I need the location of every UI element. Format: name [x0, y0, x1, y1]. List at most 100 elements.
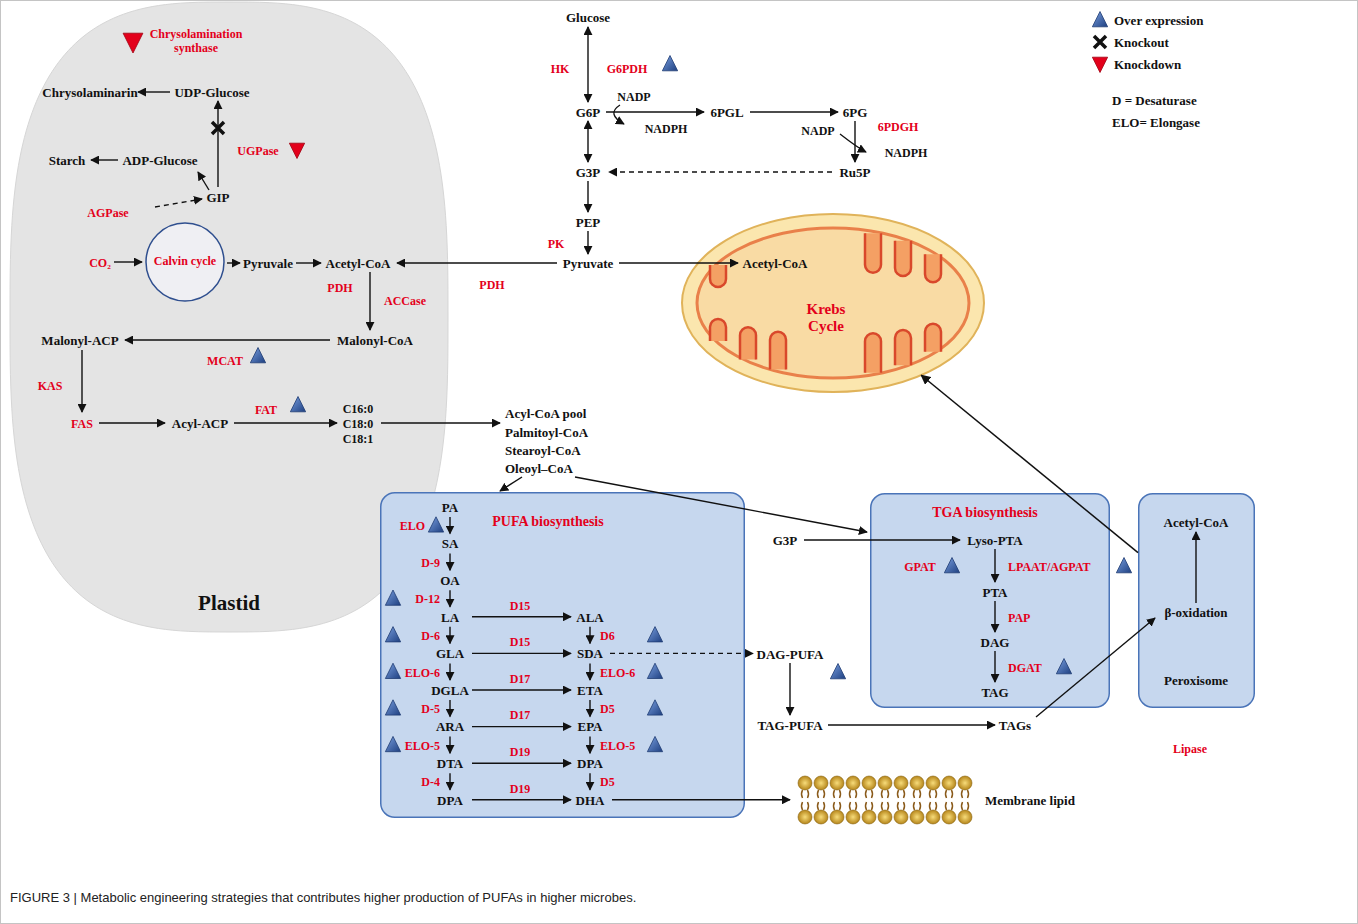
lipid-tail [898, 790, 905, 810]
cofactor-arrow [614, 105, 624, 124]
metabolite-label: Glucose [566, 11, 610, 26]
text-holder: ADP-Glucose [122, 151, 197, 169]
metabolite-label: PEP [576, 216, 601, 231]
metabolite-label: G3P [773, 534, 798, 549]
enzyme-label: ELO-6 [405, 667, 440, 681]
text-holder: Chrysolaminarin [42, 83, 137, 101]
legend-text: Knockout [1114, 36, 1169, 51]
metabolite-label: C18:0 [343, 418, 374, 432]
reaction-arrow [472, 799, 571, 800]
text-holder: D-5 [421, 699, 440, 717]
metabolite-label: GIP [206, 191, 229, 206]
reaction-arrow [994, 601, 995, 632]
lipid-tail [914, 790, 921, 810]
text-holder: D = Desaturase [1112, 91, 1197, 109]
text-holder: PTA [982, 583, 1007, 601]
lipid-head [878, 810, 892, 824]
metabolite-label: DHA [576, 794, 605, 809]
text-holder: EPA [577, 717, 602, 735]
outer-membrane [682, 214, 984, 392]
reaction-arrow [472, 653, 571, 654]
tag-pathway-box-outline [870, 493, 1110, 708]
image-label: Membrane lipid [985, 794, 1075, 809]
metabolite-label: DPA [577, 757, 603, 772]
text-holder: PA [442, 498, 458, 516]
metabolite-label: Pyruvale [243, 257, 293, 272]
enzyme-label: D17 [510, 709, 531, 723]
cycle-name: Krebs Cycle [795, 301, 857, 336]
text-holder: D17 [510, 705, 531, 723]
metabolite-label: Malonyl-ACP [41, 334, 118, 349]
metabolite-label: NADPH [885, 147, 928, 161]
text-holder: 6PGL [710, 103, 743, 121]
lipid-head [830, 776, 844, 790]
cofactor-arrow [840, 134, 866, 152]
lipid-head [846, 810, 860, 824]
lipid-head [942, 810, 956, 824]
enzyme-label: GPAT [904, 561, 936, 575]
text-holder: TAG [981, 683, 1008, 701]
enzyme-label: PK [548, 238, 565, 252]
crista-fold [895, 330, 911, 365]
metabolite-label: ALA [576, 611, 603, 626]
text-holder: D6 [600, 626, 615, 644]
enzyme-label: D-5 [421, 703, 440, 717]
reaction-arrow [449, 590, 450, 607]
svg-part [1092, 12, 1107, 27]
text-holder: G6P [576, 103, 601, 121]
text-holder: Krebs Cycle [795, 301, 857, 336]
metabolite-label: PA [442, 501, 458, 516]
reaction-arrow [472, 689, 571, 690]
text-holder: Peroxisome [1164, 671, 1228, 689]
text-holder: DTA [437, 754, 463, 772]
enzyme-label: KAS [38, 380, 63, 394]
text-holder: D15 [510, 596, 531, 614]
reaction-arrow [804, 539, 960, 540]
text-holder: LPAAT/AGPAT [1008, 557, 1090, 575]
lipid-head [926, 810, 940, 824]
text-holder: Calvin cycle [147, 255, 223, 269]
text-holder: C18:0 [343, 414, 374, 432]
reaction-arrow [994, 651, 995, 682]
text-holder: OA [440, 571, 460, 589]
enzyme-label: D19 [510, 746, 531, 760]
text-holder: ELO-5 [405, 736, 440, 754]
metabolite-label: Chrysolaminarin [42, 86, 137, 101]
enzyme-label: ELO-5 [600, 740, 635, 754]
enzyme-label: HK [551, 63, 570, 77]
enzyme-label: ELO-5 [405, 740, 440, 754]
text-holder: Acyl-ACP [172, 414, 228, 432]
crista-fold [925, 254, 941, 282]
lipid-head [862, 810, 876, 824]
text-holder: ELO-6 [600, 663, 635, 681]
text-holder: FIGURE 3 | Metabolic engineering strateg… [10, 888, 636, 906]
metabolite-label: SDA [577, 647, 603, 662]
text-holder: G3P [773, 531, 798, 549]
mitochondrion: Krebs Cycle [680, 212, 986, 394]
text-holder: Acetyl-CoA [1164, 513, 1229, 531]
box-heading: PUFA biosynthesis [492, 514, 603, 530]
lipid-tail [930, 790, 937, 810]
cycle-name: Calvin cycle [147, 255, 223, 269]
enzyme-label: D5 [600, 703, 615, 717]
enzyme-label: ACCase [384, 295, 426, 309]
text-holder: NADP [801, 121, 834, 139]
metabolite-label: TAG [981, 686, 1008, 701]
metabolite-label: EPA [577, 720, 602, 735]
metabolite-label: Starch [49, 154, 86, 169]
lipid-tail [818, 790, 825, 810]
text-holder: Acetyl-CoA [743, 254, 808, 272]
text-holder: Malonyl-CoA [337, 331, 413, 349]
lipid-head [958, 776, 972, 790]
reaction-arrow [449, 554, 450, 571]
reaction-arrow [589, 773, 590, 790]
text-holder: Palmitoyl-CoA [505, 423, 588, 441]
reaction-arrow [587, 231, 588, 254]
text-holder: ETA [577, 681, 603, 699]
svg-part [1094, 36, 1106, 48]
enzyme-label: D5 [600, 776, 615, 790]
metabolite-label: ETA [577, 684, 603, 699]
enzyme-label: D6 [600, 630, 615, 644]
